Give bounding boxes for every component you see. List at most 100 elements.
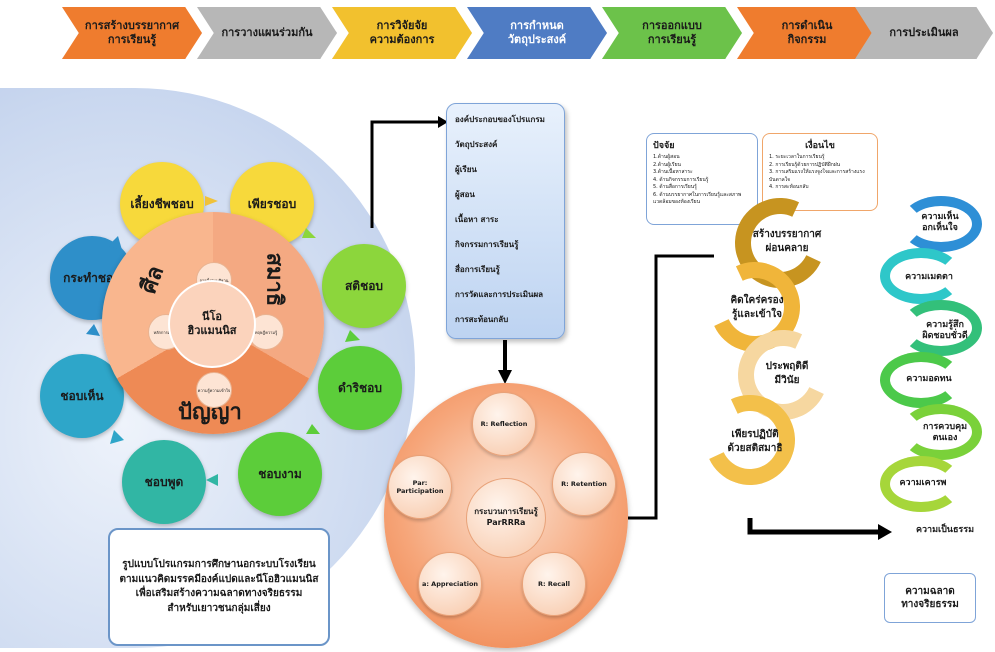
process-step: การออกแบบการเรียนรู้ bbox=[602, 7, 742, 59]
process-step: การประเมินผล bbox=[855, 7, 993, 59]
caption-line: ตามแนวคิดมรรคมีองค์แปดและนีโอฮิวแมนนิส bbox=[119, 573, 319, 585]
virtue-label: การควบคุม ตนเอง bbox=[922, 422, 968, 444]
arrow-icon bbox=[108, 236, 122, 250]
process-step: การสร้างบรรยากาศการเรียนรู้ bbox=[62, 7, 202, 59]
conditions-box: เงื่อนไข 1. ระยะเวลาในการเรียนรู้ 2. การ… bbox=[762, 133, 878, 211]
factor-item: 1.ด้านผู้สอน bbox=[653, 154, 680, 160]
process-step: การวิจัยจัยความต้องการ bbox=[332, 7, 472, 59]
virtue-label: ความรู้สึก ผิดชอบชั่วดี bbox=[922, 320, 968, 342]
caption-line: เพื่อเสริมสร้างความฉลาดทางจริยธรรม bbox=[135, 588, 303, 599]
process-step: การดำเนินกิจกรรม bbox=[737, 7, 877, 59]
petal-label: สติชอบ bbox=[344, 278, 384, 293]
virtue-ring bbox=[880, 248, 962, 304]
process-step: การวางแผนร่วมกัน bbox=[197, 7, 337, 59]
process-step: การกำหนดวัตถุประสงค์ bbox=[467, 7, 607, 59]
petal-right-thought: ดำริชอบ bbox=[318, 346, 402, 430]
factor-item: 2.ด้านผู้เรียน bbox=[653, 161, 681, 168]
condition-item: 2. การเรียนรู้ด้วยการปฏิบัติฝึกฝน bbox=[769, 161, 841, 168]
condition-item: 3. การเสริมแรงให้แรงจูงใจและการสร้างแรงบ… bbox=[769, 169, 865, 183]
virtue-label: ความเมตตา bbox=[905, 272, 953, 282]
process-step-text: การประเมินผล bbox=[889, 26, 959, 40]
caption-line: สำหรับเยาวชนกลุ่มเสี่ยง bbox=[167, 602, 271, 614]
petal-label: ชอบเห็น bbox=[60, 388, 104, 403]
cycle-center: กระบวนการเรียนรู้ ParRRRa bbox=[466, 478, 546, 558]
triad-center-line: นีโอ bbox=[201, 309, 223, 323]
petal-label: ชอบพูด bbox=[144, 474, 184, 489]
connector-chain-to-virtues bbox=[747, 518, 880, 535]
cycle-node-retention: R: Retention bbox=[552, 452, 616, 516]
arrow-icon bbox=[438, 116, 448, 128]
component-item: การวัดและการประเมินผล bbox=[455, 290, 544, 299]
virtue-ring bbox=[880, 352, 962, 408]
arrow-icon bbox=[206, 474, 218, 486]
factor-item: 5. ด้านสื่อการเรียนรู้ bbox=[653, 184, 697, 190]
chain-text: คิดใคร่ครองรู้และเข้าใจ bbox=[730, 295, 784, 320]
chain-text: ประพฤติดีมีวินัย bbox=[765, 361, 809, 386]
arrow-icon bbox=[498, 370, 512, 384]
component-item: วัตถุประสงค์ bbox=[455, 140, 498, 149]
factor-item: 3.ด้านเนื้อหาสาระ bbox=[653, 169, 693, 175]
condition-item: 1. ระยะเวลาในการเรียนรู้ bbox=[769, 154, 825, 160]
connector-cycle-to-chain bbox=[628, 254, 714, 520]
factor-item: 4. ด้านกิจกรรมการเรียนรู้ bbox=[653, 176, 709, 183]
process-step-text: การวางแผนร่วมกัน bbox=[221, 26, 313, 40]
triad-center-line: ฮิวแมนนิส bbox=[187, 324, 237, 337]
process-step-text: การดำเนินกิจกรรม bbox=[781, 19, 833, 46]
petal-label: ชอบงาม bbox=[258, 466, 302, 481]
virtue-ring bbox=[900, 300, 982, 356]
factors-box: ปัจจัย 1.ด้านผู้สอน 2.ด้านผู้เรียน 3.ด้า… bbox=[646, 133, 758, 225]
arrow-icon bbox=[205, 196, 218, 206]
conditions-title: เงื่อนไข bbox=[805, 141, 835, 151]
tiny-label: ความรู้ความเข้าใจ bbox=[196, 372, 232, 408]
process-step-text: การกำหนดวัตถุประสงค์ bbox=[507, 19, 567, 46]
cycle-node-reflection: R: Reflection bbox=[472, 392, 536, 456]
virtue-label: ความเคารพ bbox=[899, 478, 947, 488]
component-item: เนื้อหา สาระ bbox=[455, 215, 499, 224]
process-step-text: การสร้างบรรยากาศการเรียนรู้ bbox=[84, 19, 180, 46]
cycle-center-line: ParRRRa bbox=[486, 518, 526, 527]
components-box: องค์ประกอบของโปรแกรม วัตถุประสงค์ ผู้เรี… bbox=[446, 103, 565, 339]
arrow-icon bbox=[110, 430, 124, 444]
arrow-icon bbox=[86, 324, 100, 336]
petal-right-concentration: ชอบงาม bbox=[238, 432, 322, 516]
arrow-icon bbox=[306, 424, 320, 434]
virtue-label: ความอดทน bbox=[906, 374, 952, 384]
chain-text: สร้างบรรยากาศผ่อนคลาย bbox=[752, 229, 822, 254]
virtue-ring bbox=[900, 196, 982, 252]
component-item: กิจกรรมการเรียนรู้ bbox=[455, 240, 519, 249]
component-item: การสะท้อนกลับ bbox=[455, 315, 509, 324]
connector-model-to-components bbox=[370, 120, 440, 228]
petal-label: ดำริชอบ bbox=[338, 380, 382, 395]
outcome-line: ทางจริยธรรม bbox=[901, 599, 959, 610]
process-step-text: การวิจัยจัยความต้องการ bbox=[369, 19, 435, 46]
virtue-label: ความเห็น อกเห็นใจ bbox=[921, 212, 959, 234]
condition-item: 4. การสะท้อนกลับ bbox=[769, 184, 809, 190]
arrow-icon bbox=[302, 228, 316, 238]
process-step-text: การออกแบบการเรียนรู้ bbox=[642, 19, 702, 46]
arrow-icon bbox=[345, 330, 360, 342]
cycle-center-line: กระบวนการเรียนรู้ bbox=[474, 507, 538, 517]
petal-right-mindfulness: สติชอบ bbox=[322, 244, 406, 328]
cycle-node-participation: Par: Participation bbox=[388, 455, 452, 519]
virtue-label: ความเป็นธรรม bbox=[915, 525, 975, 535]
factors-title: ปัจจัย bbox=[653, 141, 675, 151]
petal-label: เพียรชอบ bbox=[247, 196, 297, 211]
petal-right-speech: ชอบพูด bbox=[122, 440, 206, 524]
arrow-icon bbox=[878, 524, 892, 540]
component-item: องค์ประกอบของโปรแกรม bbox=[455, 115, 545, 124]
petal-arrows bbox=[86, 196, 360, 486]
component-item: สื่อการเรียนรู้ bbox=[455, 265, 500, 274]
petal-label: เลี้ยงชีพชอบ bbox=[130, 196, 194, 211]
petal-right-view: ชอบเห็น bbox=[40, 354, 124, 438]
virtue-ring bbox=[880, 456, 962, 512]
chain-text: เพียรปฏิบัติด้วยสติสมาธิ bbox=[727, 429, 783, 454]
model-caption: รูปแบบโปรแกรมการศึกษานอกระบบโรงเรียน ตาม… bbox=[108, 528, 330, 646]
cycle-node-appreciation: a: Appreciation bbox=[418, 552, 482, 616]
petal-label: กระทำชอบ bbox=[63, 270, 121, 285]
caption-line: รูปแบบโปรแกรมการศึกษานอกระบบโรงเรียน bbox=[122, 559, 316, 570]
outcome-box: ความฉลาด ทางจริยธรรม bbox=[884, 573, 976, 623]
virtue-ring bbox=[900, 404, 982, 460]
component-item: ผู้สอน bbox=[455, 190, 475, 199]
outcome-line: ความฉลาด bbox=[905, 585, 955, 597]
